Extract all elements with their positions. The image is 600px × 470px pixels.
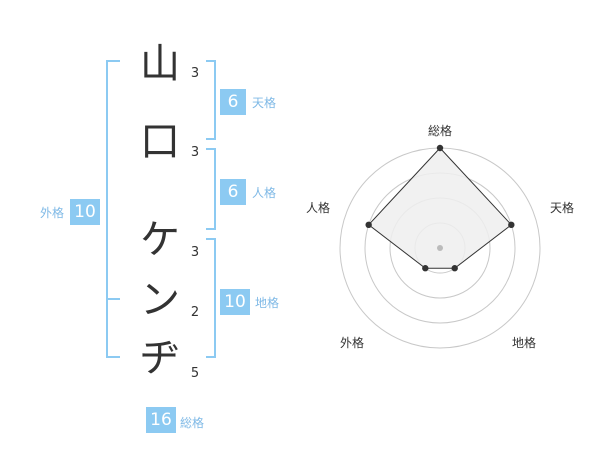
tenkaku-badge: 6 — [220, 89, 246, 115]
radar-center-dot — [437, 245, 443, 251]
name-char-3: ケ — [140, 217, 180, 263]
name-char-5: ヂ — [140, 335, 180, 381]
radar-label-soukaku: 総格 — [427, 124, 452, 138]
radar-label-gaikaku: 外格 — [339, 336, 364, 350]
chikaku-label: 地格 — [255, 296, 280, 310]
radar-label-tenkaku: 天格 — [549, 201, 574, 215]
radar-point-1 — [436, 144, 444, 152]
name-char-4: ン — [140, 277, 180, 323]
radar-label-chikaku: 地格 — [511, 336, 536, 350]
gaikaku-badge: 10 — [70, 199, 100, 225]
gaikaku-bracket-tick — [106, 298, 120, 300]
stroke-count-4: 2 — [190, 305, 200, 320]
jinkaku-badge: 6 — [220, 179, 246, 205]
soukaku-badge: 16 — [146, 407, 176, 433]
radar-point-2 — [508, 221, 515, 229]
stroke-count-1: 3 — [190, 66, 200, 81]
radar-point-5 — [365, 221, 372, 229]
name-char-1: 山 — [140, 41, 180, 87]
stroke-count-5: 5 — [190, 366, 200, 381]
tenkaku-label: 天格 — [252, 96, 277, 110]
gaikaku-label: 外格 — [40, 206, 65, 220]
radar-point-4 — [422, 265, 429, 272]
stroke-count-3: 3 — [190, 245, 200, 260]
radar-polygon — [367, 147, 513, 269]
chikaku-badge: 10 — [220, 289, 250, 315]
soukaku-label: 総格 — [180, 416, 205, 430]
radar-point-3 — [451, 265, 458, 272]
name-char-2: 口 — [140, 119, 180, 165]
stroke-count-2: 3 — [190, 145, 200, 160]
radar-label-jinkaku: 人格 — [305, 201, 330, 215]
jinkaku-label: 人格 — [252, 186, 277, 200]
